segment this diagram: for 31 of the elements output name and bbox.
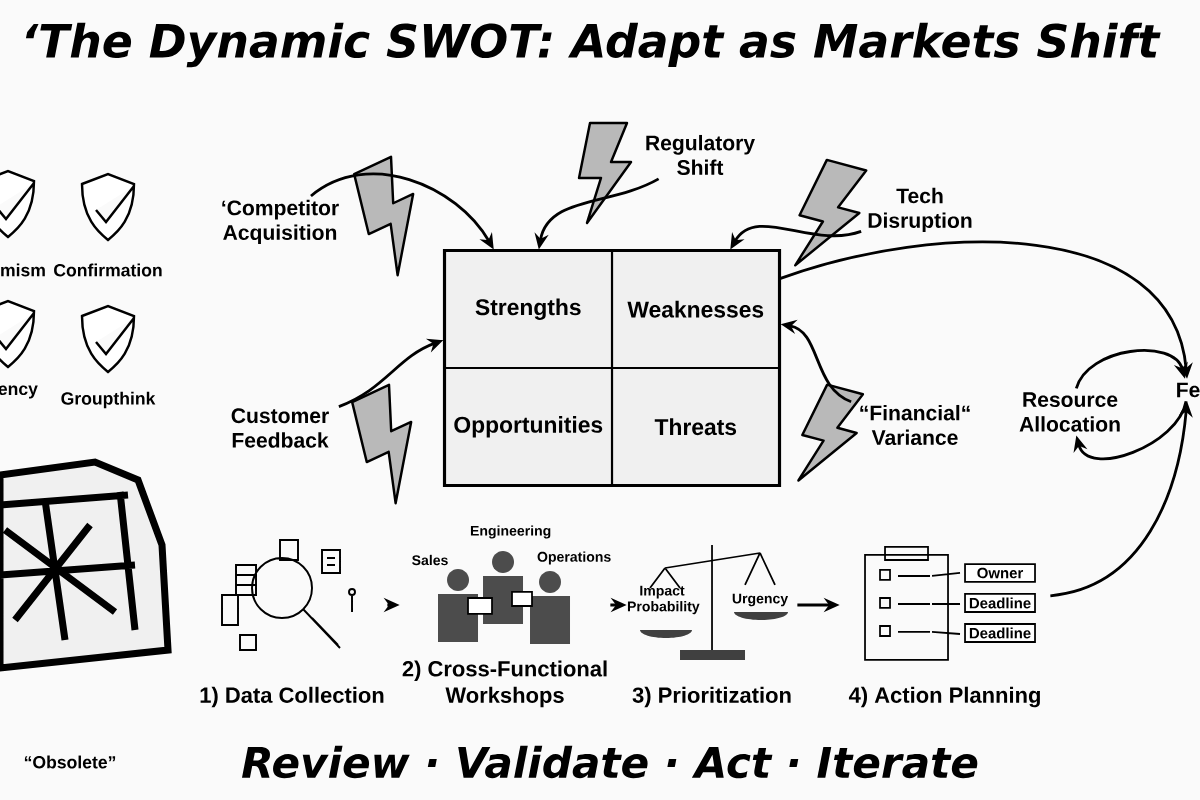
quadrant-cell: Strengths bbox=[443, 249, 614, 370]
process-step: 2) Cross-Functional Workshops bbox=[402, 660, 607, 708]
factor-label: ‘Competitor Acquisition bbox=[222, 199, 339, 245]
quadrant-cell: Weaknesses bbox=[610, 249, 781, 370]
tag-label: Deadline bbox=[964, 593, 1036, 613]
arrow bbox=[1073, 400, 1188, 460]
factor-label: Customer Feedback bbox=[231, 408, 329, 448]
text-label: Groupthink bbox=[61, 391, 156, 409]
quadrant-cell: Threats bbox=[610, 366, 781, 487]
title: ‘The Dynamic SWOT: Adapt as Markets Shift bbox=[25, 22, 1161, 68]
process-step: 3) Prioritization bbox=[632, 686, 791, 708]
picture-label: Impact Probability bbox=[627, 585, 700, 615]
factor-label: “Financial“ Variance bbox=[860, 404, 970, 445]
picture-label: Operations bbox=[537, 551, 611, 565]
caption: Review · Validate · Act · Iterate bbox=[242, 745, 978, 779]
text-label: “Obsolete” bbox=[24, 755, 116, 769]
tag-label: Owner bbox=[964, 563, 1036, 583]
arrow bbox=[1075, 349, 1188, 390]
factor-label: Fe bbox=[1177, 382, 1200, 398]
process-step: 4) Action Planning bbox=[848, 686, 1040, 708]
picture-label: Urgency bbox=[732, 593, 789, 607]
text-label: Confirmation bbox=[54, 263, 162, 277]
text-label: mism bbox=[1, 263, 45, 277]
picture-label: Sales bbox=[412, 554, 448, 566]
factor-label: Regulatory Shift bbox=[646, 134, 755, 175]
factor-label: Resource Allocation bbox=[1019, 392, 1120, 432]
picture-label: Engineering bbox=[470, 525, 551, 539]
factor-label: Tech Disruption bbox=[868, 187, 972, 233]
quadrant-cell: Opportunities bbox=[443, 366, 614, 487]
tag-label: Deadline bbox=[964, 623, 1036, 643]
process-step: 1) Data Collection bbox=[200, 686, 384, 708]
